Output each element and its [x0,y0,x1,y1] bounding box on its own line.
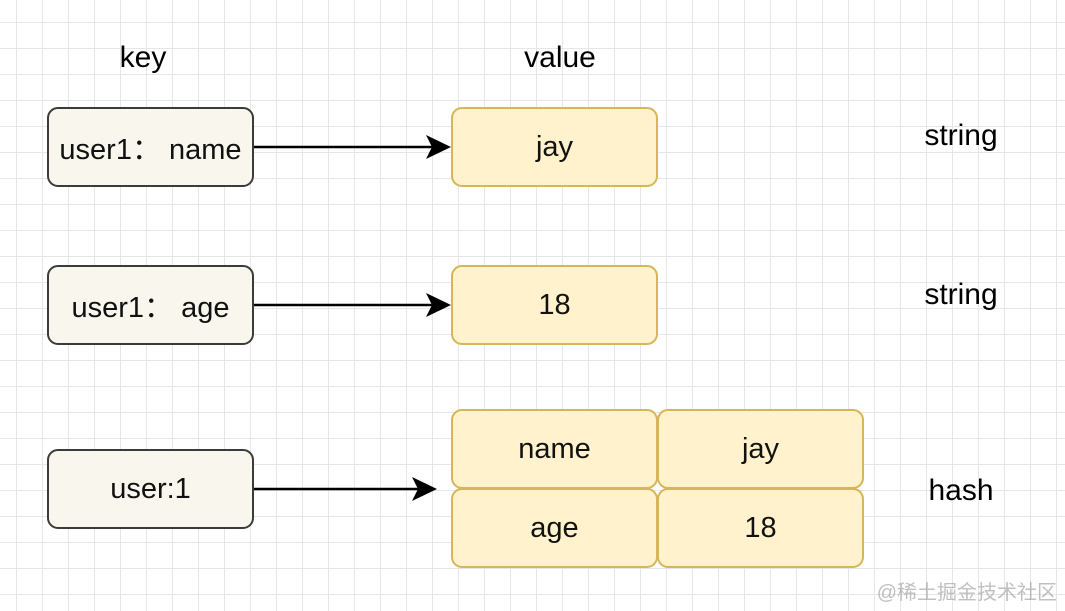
hash-field-age: age [451,488,658,568]
type-label-string-1: string [924,119,998,152]
value-header: value [524,41,596,74]
watermark: @稀土掘金技术社区 [876,582,1057,604]
value-box-18: 18 [451,265,658,345]
arrowhead-1 [426,135,451,159]
key-box-user-1: user:1 [47,449,254,529]
hash-field-name: name [451,409,658,489]
key-box-user1-name: user1： name [47,107,254,187]
type-label-string-2: string [924,278,998,311]
hash-value-18: 18 [657,488,864,568]
arrowhead-2 [426,293,451,317]
type-label-hash: hash [928,474,994,507]
key-header: key [119,41,167,74]
key-box-user1-age: user1： age [47,265,254,345]
value-box-jay: jay [451,107,658,187]
arrowhead-3 [412,477,437,501]
